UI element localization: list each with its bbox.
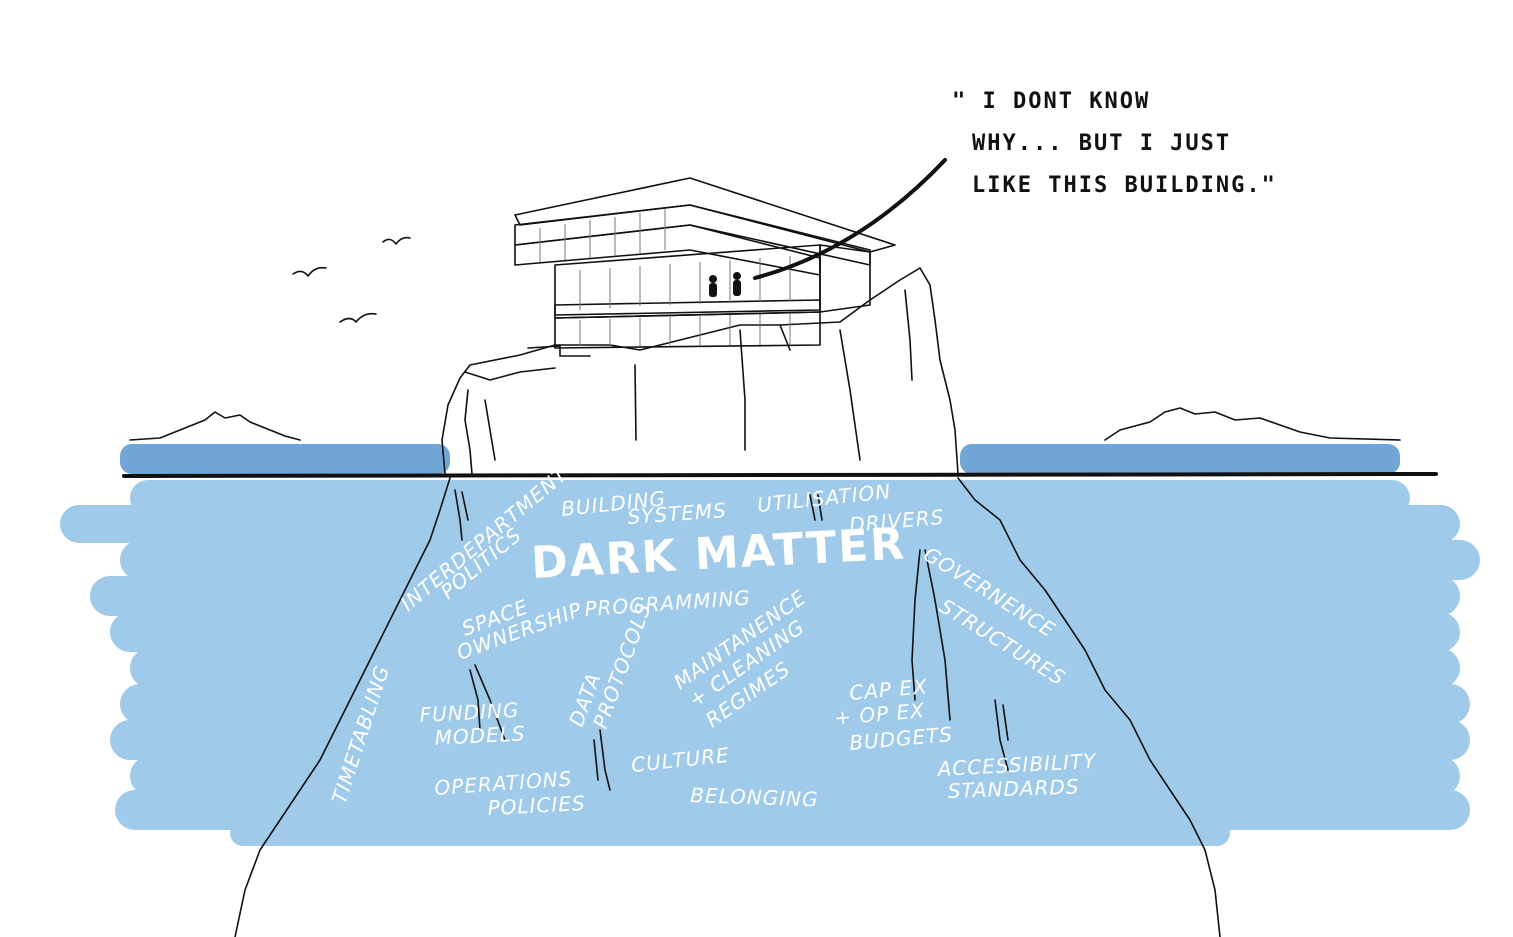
label-accessibility-2: STANDARDS (947, 774, 1080, 803)
label-belonging: BELONGING (690, 783, 819, 811)
quote-line-2: WHY... BUT I JUST (972, 131, 1231, 156)
left-island (130, 412, 300, 440)
waterline (124, 474, 1436, 476)
water-surface (120, 444, 1400, 474)
label-funding-2: MODELS (434, 721, 526, 750)
birds (293, 238, 410, 322)
quote-line-3: LIKE THIS BUILDING." (972, 173, 1277, 198)
quote-line-1: " I DONT KNOW (952, 89, 1150, 114)
building (515, 178, 895, 356)
label-operations-2: POLICIES (487, 791, 586, 820)
right-island (1105, 408, 1400, 440)
quote-bubble: " I DONT KNOW WHY... BUT I JUST LIKE THI… (952, 89, 1277, 198)
